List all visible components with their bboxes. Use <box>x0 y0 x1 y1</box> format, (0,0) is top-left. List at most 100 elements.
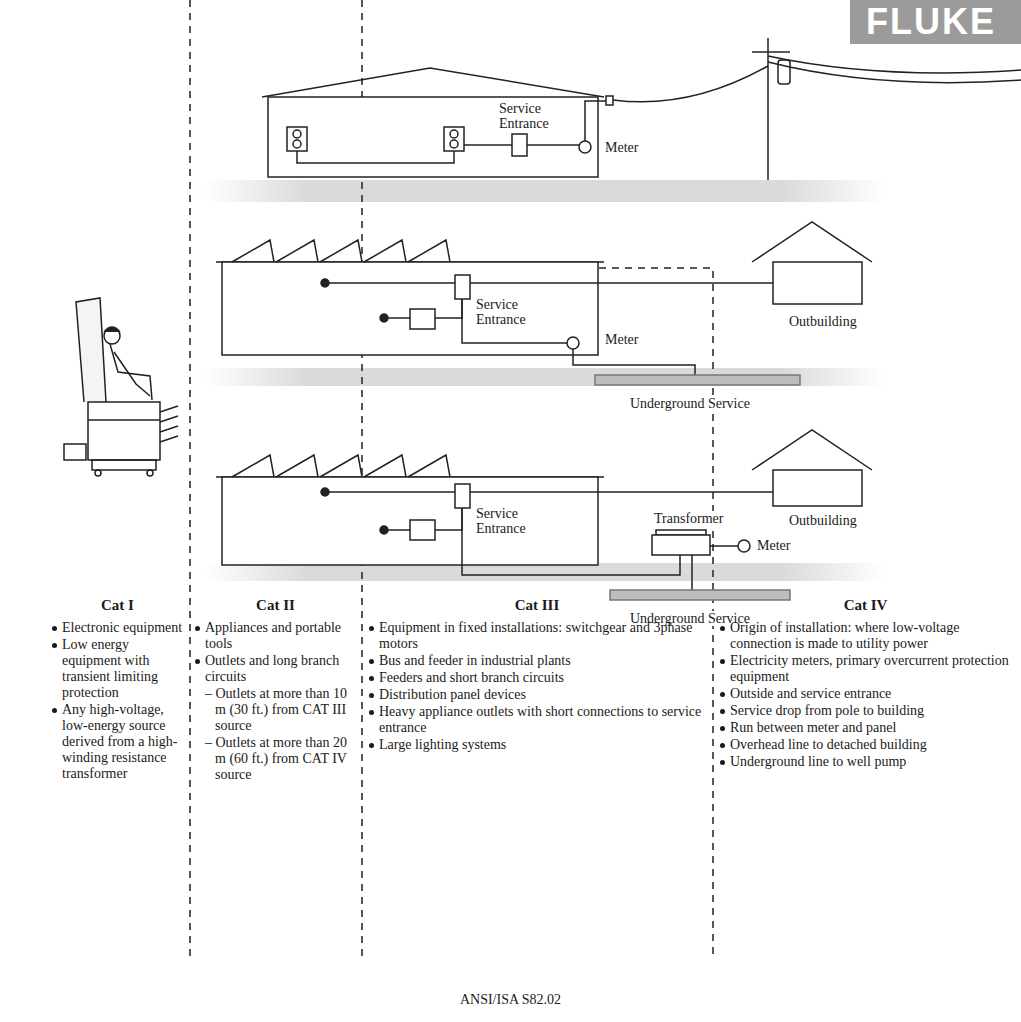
bullet-dot <box>369 710 374 715</box>
category-text: Underground line to well pump <box>730 754 906 769</box>
category-item: Low energy equipment with transient limi… <box>50 637 185 701</box>
part-label: Outbuilding <box>787 513 859 528</box>
house-roof <box>262 68 604 97</box>
wire <box>464 144 512 146</box>
category-item: – Outlets at more than 10 m (30 ft.) fro… <box>193 686 358 734</box>
wire <box>435 299 462 318</box>
building-wall <box>222 477 598 565</box>
meter-symbol <box>738 540 750 552</box>
bullet-dot <box>195 659 200 664</box>
meter-symbol <box>579 141 591 153</box>
part-label: Underground Service <box>628 396 752 411</box>
category-column: Cat IVOrigin of installation: where low-… <box>718 596 1013 771</box>
category-text: Distribution panel devices <box>379 687 526 702</box>
copier-wheel <box>147 470 153 476</box>
category-text: Equipment in fixed installations: switch… <box>379 620 692 651</box>
category-item: – Outlets at more than 20 m (60 ft.) fro… <box>193 735 358 783</box>
category-item: Bus and feeder in industrial plants <box>367 653 707 669</box>
outlet-symbol <box>444 127 464 151</box>
copier-lid <box>76 298 106 402</box>
copier-body <box>88 402 160 460</box>
category-text: Outlets and long branch circuits <box>205 653 339 684</box>
service-panel <box>455 275 470 299</box>
category-column: Cat I Electronic equipmentLow energy equi… <box>50 596 185 783</box>
ground-band <box>205 368 885 386</box>
part-label: Meter <box>603 332 640 347</box>
bullet-dot <box>720 659 725 664</box>
underground-service-bar <box>595 375 800 385</box>
category-item: Distribution panel devices <box>367 687 707 703</box>
bullet-dot <box>369 626 374 631</box>
part-label: Service Entrance <box>474 506 544 536</box>
wire <box>388 317 410 319</box>
part-label: Transformer <box>652 511 725 526</box>
category-item: Outlets and long branch circuits <box>193 653 358 685</box>
service-panel <box>455 484 470 508</box>
part-label: Meter <box>755 538 792 553</box>
category-heading: Cat IV <box>718 596 1013 614</box>
category-text: Bus and feeder in industrial plants <box>379 653 571 668</box>
category-item: Outside and service entrance <box>718 686 1013 702</box>
category-text: – Outlets at more than 20 m (60 ft.) fro… <box>205 735 347 782</box>
outlet-socket <box>450 130 458 138</box>
category-item: Overhead line to detached building <box>718 737 1013 753</box>
bullet-dot <box>720 726 725 731</box>
category-text: Appliances and portable tools <box>205 620 341 651</box>
category-text: Run between meter and panel <box>730 720 896 735</box>
category-item: Feeders and short branch circuits <box>367 670 707 686</box>
category-item: Large lighting systems <box>367 737 707 753</box>
service-panel <box>512 134 527 156</box>
standard-caption: ANSI/ISA S82.02 <box>458 992 563 1007</box>
wire <box>329 491 455 493</box>
load-dot <box>321 488 329 496</box>
category-text: Any high-voltage, low-energy source deri… <box>62 702 177 781</box>
subpanel <box>410 309 435 329</box>
outbuilding-roof <box>752 222 872 262</box>
outbuilding-wall <box>773 262 862 304</box>
underground-service-bar <box>610 590 790 600</box>
bullet-dot <box>720 692 725 697</box>
copier-panel-line <box>88 419 160 421</box>
bullet-dot <box>720 743 725 748</box>
category-text: Heavy appliance outlets with short conne… <box>379 704 701 735</box>
category-column: Cat IIIEquipment in fixed installations:… <box>367 596 707 754</box>
logo-box <box>850 0 1021 44</box>
service-line <box>691 555 693 590</box>
subpanel <box>410 520 435 540</box>
bullet-dot <box>52 626 57 631</box>
feeder-line <box>470 282 773 284</box>
wire <box>297 151 454 163</box>
part-label: Service Entrance <box>474 297 544 327</box>
service-line <box>573 349 695 375</box>
paper-trays <box>160 406 178 442</box>
power-line <box>768 62 1021 83</box>
copier-base <box>92 460 156 470</box>
person-head <box>104 328 120 344</box>
copier-wheel <box>95 470 101 476</box>
category-divider <box>189 0 191 960</box>
category-item: Electronic equipment <box>50 620 185 636</box>
person-hair <box>104 327 120 332</box>
bullet-dot <box>369 676 374 681</box>
category-text: Outside and service entrance <box>730 686 891 701</box>
category-heading: Cat I <box>50 596 185 614</box>
category-item: Appliances and portable tools <box>193 620 358 652</box>
wire <box>329 282 455 284</box>
ground-band <box>205 180 885 202</box>
pole-crossarm <box>752 51 790 53</box>
bullet-dot <box>720 626 725 631</box>
category-text: Low energy equipment with transient limi… <box>62 637 158 700</box>
building-wall <box>222 262 598 355</box>
service-head <box>606 96 613 105</box>
category-column: Cat IIAppliances and portable toolsOutle… <box>193 596 358 784</box>
roof-monitors <box>232 240 450 262</box>
wire <box>388 529 410 531</box>
bullet-dot <box>369 659 374 664</box>
house-wall <box>268 97 598 177</box>
service-drop <box>613 66 768 102</box>
caption-row: ANSI/ISA S82.02 <box>0 990 1021 1008</box>
bullet-dot <box>52 643 57 648</box>
pad-transformer <box>652 535 710 555</box>
outlet-socket <box>450 140 458 148</box>
bullet-dot <box>369 743 374 748</box>
